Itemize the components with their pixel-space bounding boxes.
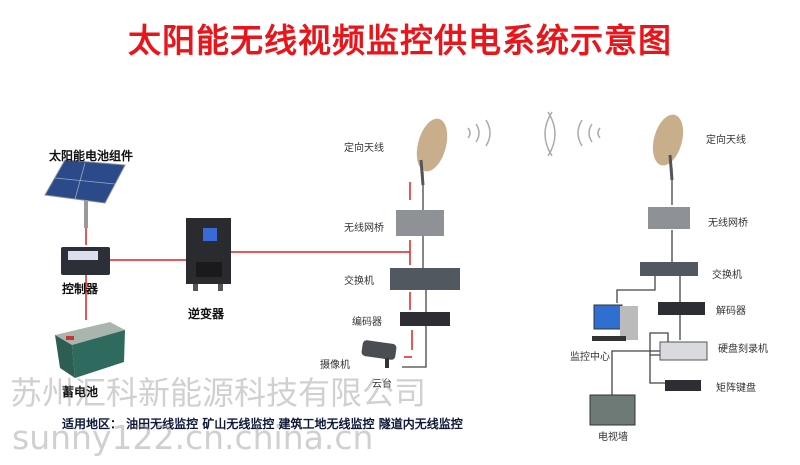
watermark-site: sunny122.cn.china.cn — [12, 418, 374, 457]
solar-panel-icon — [44, 159, 126, 228]
label-solar-panel: 太阳能电池组件 — [49, 149, 134, 163]
label-antenna-left: 定向天线 — [344, 143, 384, 154]
label-tv-wall: 电视墙 — [598, 432, 628, 443]
antenna-dish-icon-right — [652, 114, 684, 181]
label-dvr: 硬盘刻录机 — [718, 344, 768, 355]
label-antenna-right: 定向天线 — [706, 135, 746, 146]
wireless-bridge-icon-left — [396, 210, 444, 236]
label-controller: 控制器 — [62, 282, 99, 296]
label-encoder: 编码器 — [352, 317, 382, 328]
antenna-dish-icon-left — [416, 118, 448, 186]
label-battery: 蓄电池 — [62, 385, 99, 399]
camera-icon — [361, 340, 397, 368]
label-switch-right: 交换机 — [712, 270, 742, 281]
watermark-company: 苏州汇科新能源科技有限公司 — [10, 374, 427, 412]
computer-icon — [592, 304, 638, 341]
label-switch-left: 交换机 — [344, 276, 374, 287]
encoder-icon — [400, 312, 450, 326]
power-lines — [85, 182, 413, 358]
label-camera: 摄像机 — [320, 360, 350, 371]
label-inverter: 逆变器 — [188, 307, 225, 321]
decoder-icon — [658, 302, 705, 315]
inverter-icon — [186, 218, 231, 291]
label-decoder: 解码器 — [716, 306, 746, 317]
diagram-title: 太阳能无线视频监控供电系统示意图 — [128, 21, 672, 60]
label-pan-tilt: 云台 — [372, 379, 392, 390]
label-monitor-center: 监控中心 — [570, 352, 610, 363]
battery-icon — [55, 322, 125, 378]
switch-icon-left — [390, 268, 460, 290]
wireless-signal-icon — [467, 111, 601, 157]
label-bridge-left: 无线网桥 — [344, 223, 384, 234]
signal-lines — [402, 168, 681, 395]
controller-icon — [61, 247, 110, 275]
tv-wall-icon — [589, 394, 636, 426]
wireless-bridge-icon-right — [648, 207, 690, 229]
switch-icon-right — [640, 262, 698, 276]
dvr-icon — [659, 341, 708, 361]
label-matrix-keyboard: 矩阵键盘 — [716, 383, 756, 394]
label-bridge-right: 无线网桥 — [708, 218, 748, 229]
matrix-keyboard-icon — [665, 380, 701, 391]
applicable-areas: 适用地区： 油田无线监控 矿山无线监控 建筑工地无线监控 隧道内无线监控 — [62, 417, 463, 431]
